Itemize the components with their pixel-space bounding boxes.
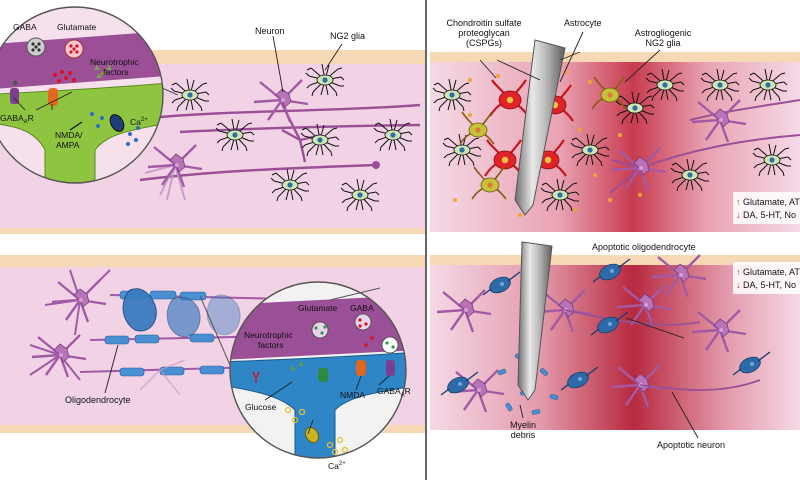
- label-gaba-top: GABA: [13, 22, 37, 32]
- nt-down-top: ↓ DA, 5-HT, No: [736, 210, 796, 220]
- label-neuron: Neuron: [255, 26, 285, 36]
- ca-top-sup: 2+: [140, 117, 148, 123]
- gabaar-top-suffix: R: [27, 113, 34, 123]
- label-oligodendrocyte: Oligodendrocyte: [65, 395, 131, 405]
- label-gabaar-top: GABAAR: [0, 113, 34, 128]
- label-neurotrophic-top-1: Neurotrophic: [90, 57, 139, 67]
- nt-up-top-text: Glutamate, AT: [743, 197, 800, 207]
- nt-up-top: ↑ Glutamate, AT: [736, 197, 800, 207]
- label-myelin-1: Myelin: [509, 420, 536, 430]
- label-neurotrophic-bottom-2: factors: [258, 340, 284, 350]
- label-gaba-bottom: GABA: [350, 303, 374, 313]
- label-apoptotic-oligodendrocyte: Apoptotic oligodendrocyte: [592, 242, 696, 252]
- label-astrocyte: Astrocyte: [564, 18, 602, 28]
- label-nmda-ampa-1: NMDA/: [55, 130, 83, 140]
- gabaar-top-sub: A: [23, 119, 28, 126]
- label-ca-bottom: Ca2+: [328, 459, 346, 471]
- label-astro-ng2-1: Astrogliogenic: [634, 28, 692, 38]
- label-glutamate-top: Glutamate: [57, 22, 97, 32]
- gabaar-bottom-suffix: R: [404, 386, 411, 396]
- label-glucose: Glucose: [245, 402, 277, 412]
- ca-top-text: Ca: [130, 116, 141, 127]
- label-glutamate-bottom: Glutamate: [298, 303, 338, 313]
- label-cspg-1: Chondroitin sulfate: [446, 18, 522, 28]
- gabaar-bottom-sub: A: [400, 392, 405, 399]
- ca-bottom-sup: 2+: [338, 461, 346, 467]
- down-arrow-icon: ↓: [736, 280, 741, 290]
- up-arrow-icon: ↑: [736, 197, 741, 207]
- nt-up-bottom: ↑ Glutamate, AT: [736, 267, 800, 277]
- nt-down-bottom-text: DA, 5-HT, No: [743, 280, 797, 290]
- label-cspg-2: proteoglycan: [458, 28, 510, 38]
- nt-up-bottom-text: Glutamate, AT: [743, 267, 800, 277]
- label-astro-ng2-2: NG2 glia: [645, 38, 681, 48]
- label-neurotrophic-bottom-1: Neurotrophic: [244, 330, 293, 340]
- gabaar-bottom-text: GABA: [377, 386, 401, 396]
- gabaar-top-text: GABA: [0, 113, 24, 123]
- label-nmda-ampa-2: AMPA: [56, 140, 80, 150]
- label-ng2-glia: NG2 glia: [330, 31, 366, 41]
- label-myelin-2: debris: [510, 430, 536, 440]
- down-arrow-icon: ↓: [736, 210, 741, 220]
- nt-down-bottom: ↓ DA, 5-HT, No: [736, 280, 796, 290]
- label-gabaar-bottom: GABAAR: [377, 386, 411, 401]
- label-apoptotic-neuron: Apoptotic neuron: [657, 440, 726, 450]
- label-neurotrophic-top-2: factors: [103, 67, 129, 77]
- label-nmda-bottom: NMDA: [340, 390, 366, 400]
- ca-bottom-text: Ca: [328, 460, 339, 471]
- nt-down-top-text: DA, 5-HT, No: [743, 210, 797, 220]
- up-arrow-icon: ↑: [736, 267, 741, 277]
- label-cspg-3: (CSPGs): [466, 38, 502, 48]
- label-ca-top: Ca2+: [130, 115, 148, 127]
